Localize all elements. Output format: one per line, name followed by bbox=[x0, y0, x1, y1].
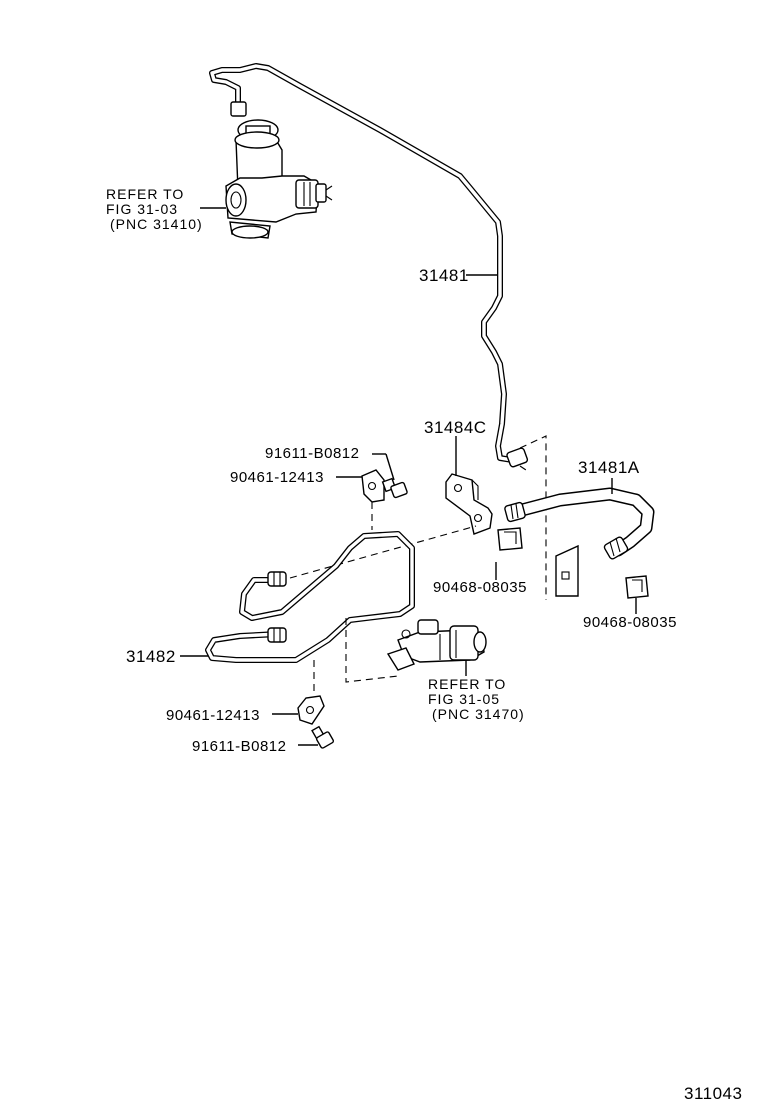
label-31482: 31482 bbox=[126, 647, 176, 666]
refer-release-line1: REFER TO bbox=[428, 676, 506, 692]
hose-31481a bbox=[504, 487, 655, 560]
leader-bolt-top bbox=[385, 453, 395, 481]
refer-master-line3: (PNC 31410) bbox=[110, 216, 203, 232]
label-clamp-top: 90461-12413 bbox=[230, 469, 324, 486]
clamp-bottom bbox=[297, 695, 325, 725]
clamp-top bbox=[361, 469, 385, 503]
label-clip-left: 90468-08035 bbox=[433, 579, 527, 596]
release-cylinder bbox=[386, 619, 487, 671]
bolt-top bbox=[381, 477, 408, 499]
frame-plate bbox=[555, 544, 579, 597]
label-31484c: 31484C bbox=[424, 418, 487, 437]
label-31481: 31481 bbox=[419, 266, 469, 285]
clip-left bbox=[497, 527, 523, 551]
alignment-dash-diag bbox=[289, 525, 477, 579]
label-bolt-bottom: 91611-B0812 bbox=[192, 738, 286, 755]
clip-right bbox=[625, 575, 649, 599]
label-clamp-bottom: 90461-12413 bbox=[166, 707, 260, 724]
alignment-dash-short bbox=[519, 465, 527, 471]
tube-31481 bbox=[209, 63, 529, 468]
bolt-bottom bbox=[311, 725, 335, 749]
refer-release-line3: (PNC 31470) bbox=[432, 706, 525, 722]
bracket-31484c bbox=[445, 473, 493, 535]
refer-master-line2: FIG 31-03 bbox=[106, 201, 178, 217]
tube-31482 bbox=[205, 531, 415, 663]
figure-number: 311043 bbox=[684, 1084, 742, 1103]
label-bolt-top: 91611-B0812 bbox=[265, 445, 359, 462]
refer-release-line2: FIG 31-05 bbox=[428, 691, 500, 707]
refer-master-line1: REFER TO bbox=[106, 186, 184, 202]
label-clip-right: 90468-08035 bbox=[583, 614, 677, 631]
master-cylinder bbox=[225, 119, 333, 239]
label-31481a: 31481A bbox=[578, 458, 640, 477]
alignment-dash-right bbox=[519, 435, 547, 600]
alignment-dash-release bbox=[345, 618, 399, 683]
